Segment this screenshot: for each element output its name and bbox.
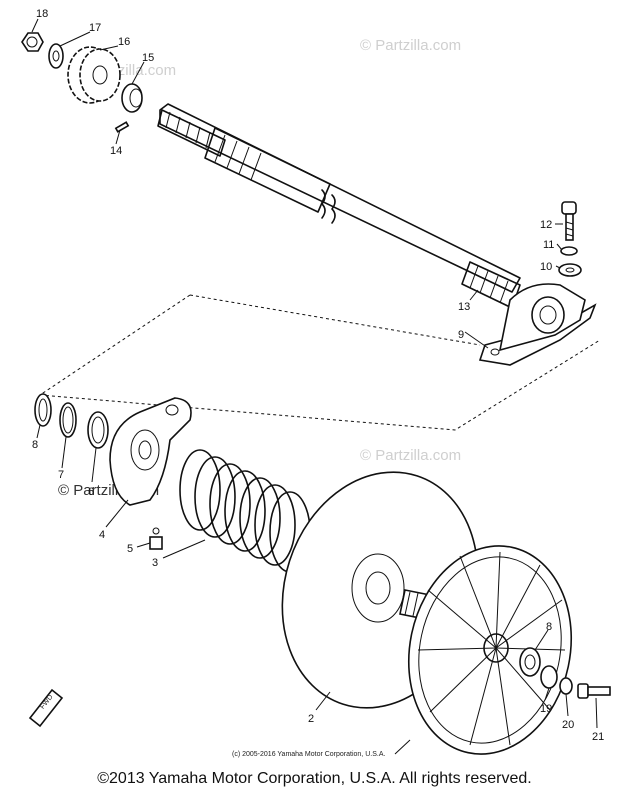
leader-lines: [31, 18, 598, 755]
callout-13: 13: [458, 301, 470, 313]
bolt-21: [577, 683, 611, 699]
cam-4: [109, 397, 192, 506]
callout-10: 10: [540, 261, 552, 273]
ring-7: [59, 402, 77, 438]
callout-16: 16: [118, 36, 130, 48]
washer-17: [48, 43, 64, 69]
watermark-middle-right: © Partzilla.com: [360, 447, 461, 464]
callout-11: 11: [543, 239, 554, 251]
callout-7: 7: [58, 469, 64, 481]
circlip-8: [34, 393, 52, 427]
callout-6: 6: [88, 486, 94, 498]
callout-2: 2: [308, 713, 314, 725]
callout-3: 3: [152, 557, 158, 569]
diagram-credit: (c) 2005-2016 Yamaha Motor Corporation, …: [232, 751, 385, 758]
callout-numbers: 18 17 16 15 14 12 11 10 13 9 8 7 6 4 5 3…: [32, 8, 604, 743]
fwd-arrow-icon: FWD: [28, 688, 64, 728]
callout-4: 4: [99, 529, 105, 541]
callout-9: 9: [458, 329, 464, 341]
copyright-notice: ©2013 Yamaha Motor Corporation, U.S.A. A…: [97, 770, 532, 787]
ring-6: [87, 411, 109, 449]
callout-18: 18: [36, 8, 48, 20]
key-14: [114, 121, 130, 133]
callout-17: 17: [89, 22, 101, 34]
collar-15: [121, 83, 143, 113]
callout-15: 15: [142, 52, 154, 64]
callout-19: 19: [540, 703, 552, 715]
washer-20: [559, 677, 573, 695]
washer-19: [540, 665, 558, 689]
watermark-top-right: © Partzilla.com: [360, 37, 461, 54]
callout-5: 5: [127, 543, 133, 555]
callout-8: 8: [32, 439, 38, 451]
nut-18: [21, 32, 44, 52]
sprocket-16: [67, 46, 121, 104]
bearing-housing-9: [478, 283, 597, 366]
fixed-sheave: [407, 545, 573, 755]
slider-5: [149, 527, 163, 550]
collar-8-lower: [519, 647, 541, 677]
bolt-12: [561, 201, 577, 241]
callout-14: 14: [110, 145, 122, 157]
spring-3: [179, 449, 311, 573]
drive-shaft: [157, 103, 521, 309]
spring-washer-11: [560, 246, 578, 256]
washer-10: [558, 263, 582, 277]
callout-12: 12: [540, 219, 552, 231]
callout-20: 20: [562, 719, 574, 731]
callout-21: 21: [592, 731, 604, 743]
callout-8-lower: 8: [546, 621, 552, 633]
